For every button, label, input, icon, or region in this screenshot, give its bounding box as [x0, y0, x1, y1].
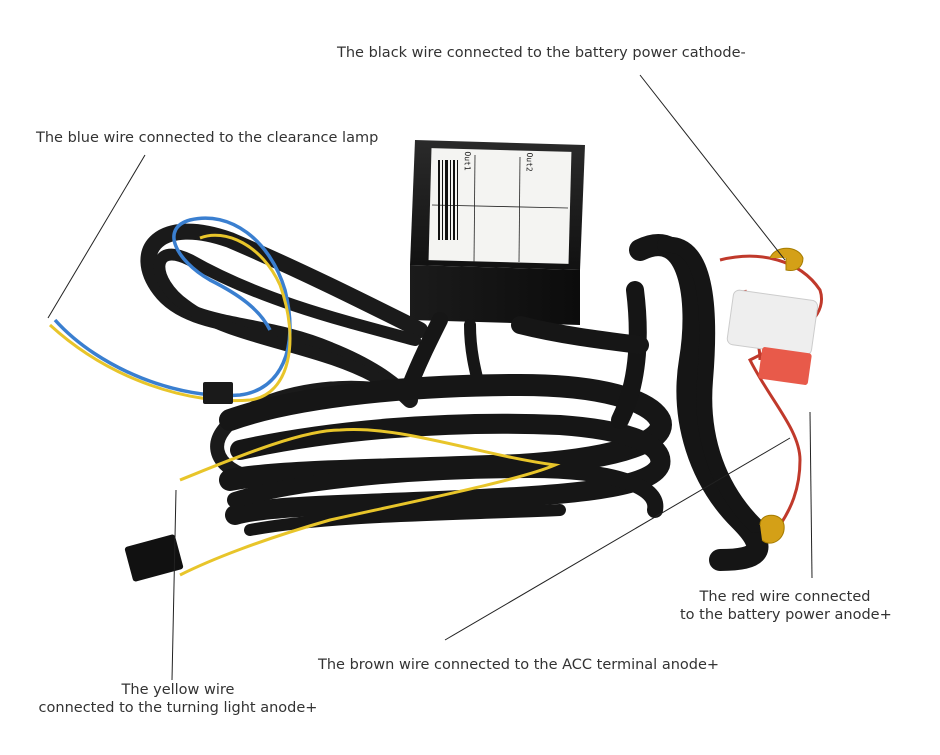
- fuse: [758, 347, 812, 385]
- label-red-wire: The red wire connected to the battery po…: [680, 588, 892, 624]
- label-blue-wire: The blue wire connected to the clearance…: [36, 130, 379, 146]
- yellow-wire-upper: [48, 233, 292, 403]
- leader-yellow-wire: [171, 489, 177, 681]
- control-module-box: Out1 Out2: [410, 140, 585, 325]
- ring-terminal-bottom: [759, 514, 785, 544]
- leader-brown-wire: [444, 437, 791, 641]
- yellow-wire-lower: [179, 427, 561, 577]
- label-black-wire: The black wire connected to the battery …: [337, 45, 746, 61]
- label-yellow-wire-line1: The yellow wire: [121, 682, 235, 698]
- leader-black-wire: [639, 74, 786, 261]
- module-output-cables: [402, 312, 649, 396]
- label-red-wire-line2: to the battery power anode+: [680, 607, 892, 623]
- sticker-out2-label: Out2: [525, 152, 534, 172]
- module-sticker: [428, 148, 572, 264]
- fuse-holder: [726, 289, 819, 385]
- callout-lines: [47, 74, 813, 681]
- blue-wire: [53, 216, 292, 398]
- cable-bundle-center: [219, 373, 672, 536]
- connector-left: [203, 382, 233, 404]
- sticker-barcode: [438, 160, 458, 240]
- connector-bottom-left: [124, 534, 184, 582]
- sticker-out1-label: Out1: [463, 151, 472, 171]
- cable-bundle-right: [611, 234, 769, 571]
- label-yellow-wire: The yellow wire connected to the turning…: [38, 681, 318, 717]
- label-yellow-wire-line2: connected to the turning light anode+: [38, 700, 318, 716]
- label-brown-wire: The brown wire connected to the ACC term…: [318, 657, 720, 673]
- leader-red-wire: [809, 411, 813, 579]
- label-red-wire-line1: The red wire connected: [699, 589, 871, 605]
- ring-terminal-top: [769, 247, 804, 271]
- leader-blue-wire: [47, 154, 146, 319]
